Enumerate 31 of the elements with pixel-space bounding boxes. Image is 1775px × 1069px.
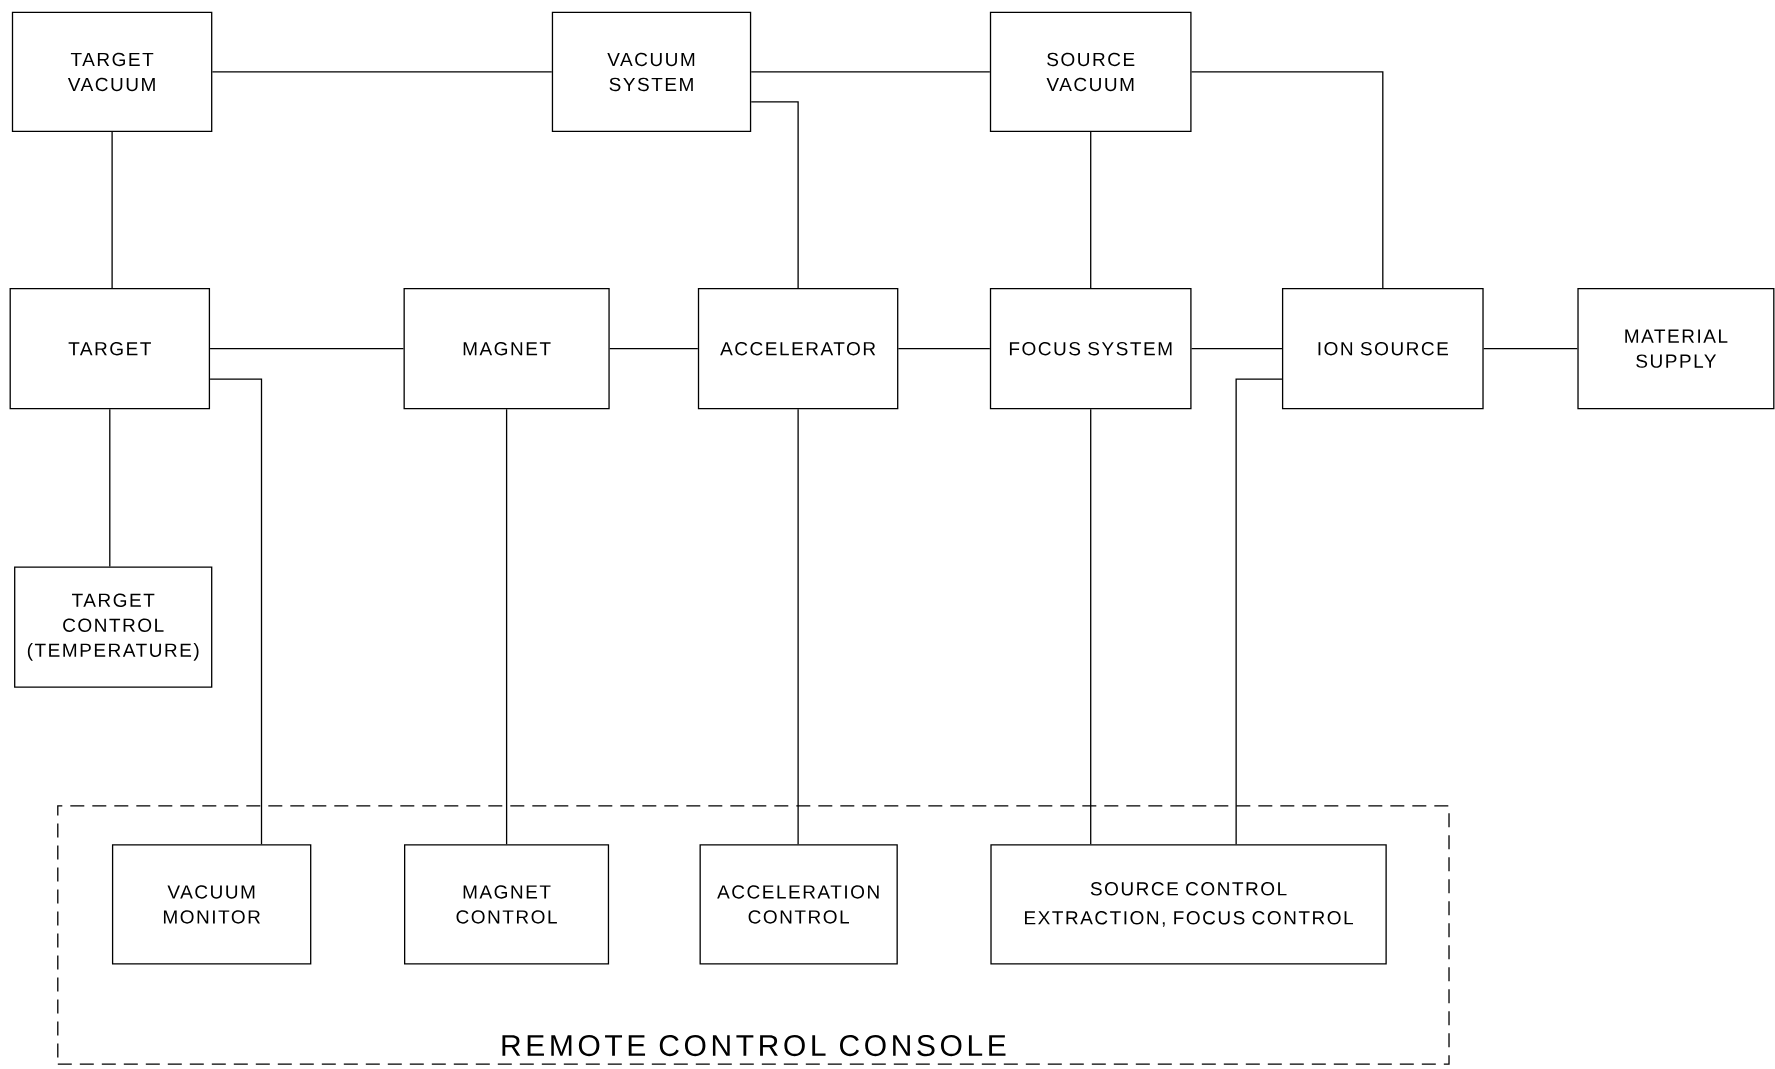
connector-line [209,348,405,350]
block-box: SOURCE VACUUM [989,11,1192,132]
connector-line [1483,348,1578,350]
block-box: TARGET VACUUM [11,11,213,132]
block-box: MAGNET CONTROL [404,844,610,965]
connector-line [797,408,799,845]
block-box: VACUUM SYSTEM [551,11,752,132]
connector-line [211,71,553,73]
connector-line [1190,71,1384,289]
block-box: ACCELERATOR [697,288,899,410]
block-box: FOCUS SYSTEM [989,288,1192,410]
connector-line [1090,408,1092,845]
connector-line [750,71,991,73]
block-box: MATERIAL SUPPLY [1577,288,1775,410]
block-box: ION SOURCE [1281,288,1484,410]
connector-line [609,348,699,350]
connector-line [1235,378,1283,845]
block-box: VACUUM MONITOR [111,844,312,965]
block-box: TARGET [9,288,211,410]
block-box: SOURCE CONTROL EXTRACTION, FOCUS CONTROL [990,844,1387,965]
connector-line [209,378,263,845]
block-box: MAGNET [403,288,610,410]
block-box: ACCELERATION CONTROL [699,844,898,965]
connector-line [111,131,113,289]
connector-line [1090,131,1092,289]
connector-line [897,348,991,350]
connector-line [1190,348,1283,350]
connector-line [750,101,799,289]
connector-line [109,408,111,568]
block-box: TARGET CONTROL (TEMPERATURE) [14,566,213,688]
connector-line [505,408,508,845]
